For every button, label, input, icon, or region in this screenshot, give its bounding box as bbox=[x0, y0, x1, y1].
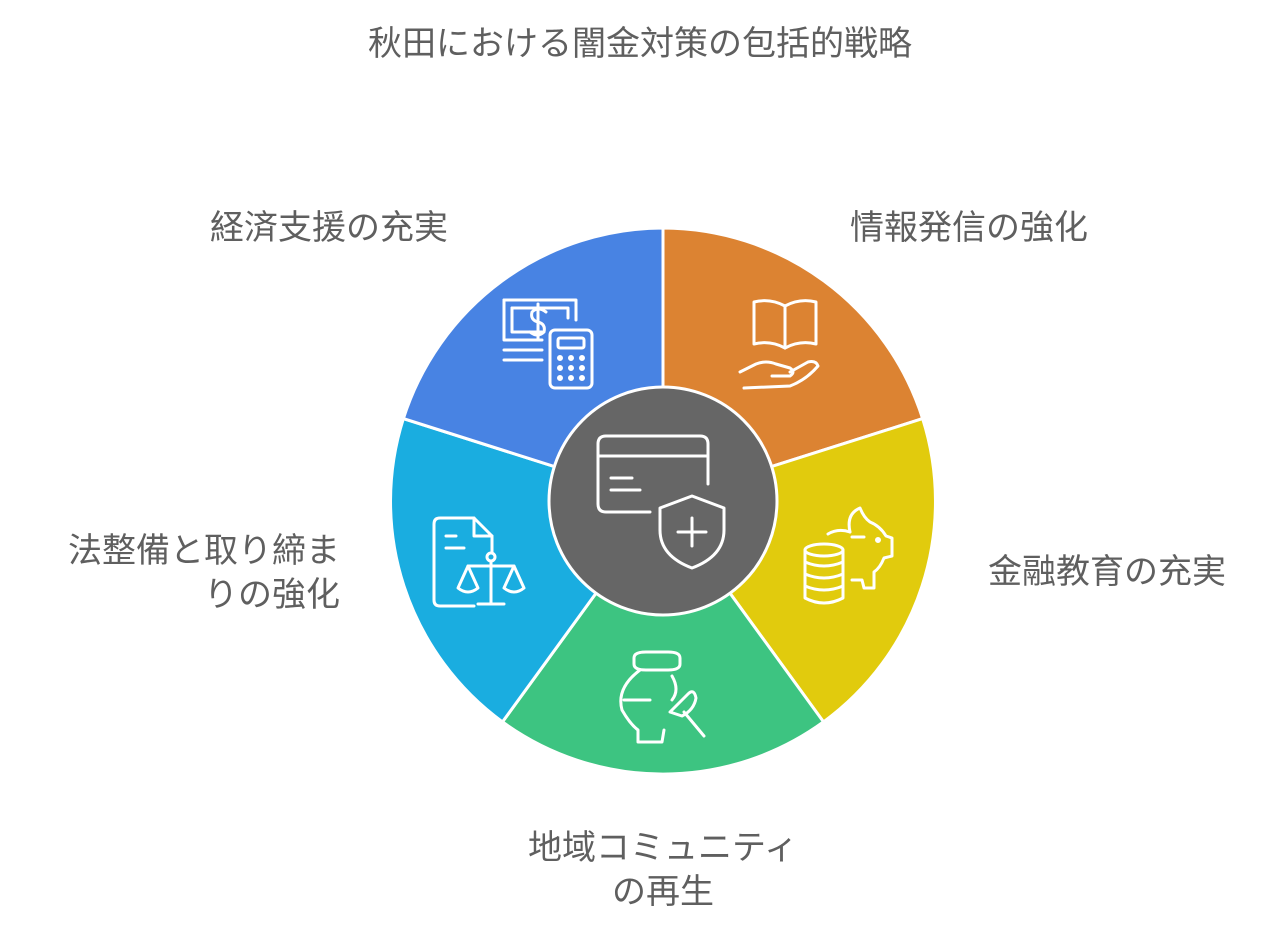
segment-community[interactable] bbox=[500, 498, 826, 776]
label-economic-support: 経済支援の充実 bbox=[210, 206, 448, 250]
page-title: 秋田における闇金対策の包括的戦略 bbox=[368, 24, 912, 64]
label-line: 金融教育の充実 bbox=[988, 552, 1226, 592]
label-line: 地域コミュニティ bbox=[528, 828, 798, 868]
label-line: 情報発信の強化 bbox=[850, 208, 1088, 248]
label-line: の再生 bbox=[612, 872, 714, 912]
credit-card-shield-icon bbox=[596, 434, 726, 570]
open-book-hand-icon bbox=[738, 299, 820, 390]
label-law-enforcement: 法整備と取り締ま りの強化 bbox=[20, 529, 340, 617]
label-line: 法整備と取り締ま bbox=[68, 531, 340, 571]
vase-brush-icon bbox=[619, 650, 706, 744]
label-line: りの強化 bbox=[204, 575, 340, 615]
piggy-bank-coins-icon bbox=[803, 506, 894, 605]
label-line: 経済支援の充実 bbox=[210, 208, 448, 248]
label-financial-education: 金融教育の充実 bbox=[988, 550, 1226, 594]
label-community: 地域コミュニティ の再生 bbox=[503, 826, 823, 914]
document-scales-icon bbox=[432, 516, 526, 608]
label-information: 情報発信の強化 bbox=[850, 206, 1088, 250]
center-hub bbox=[547, 385, 779, 617]
money-calculator-icon bbox=[502, 298, 594, 390]
